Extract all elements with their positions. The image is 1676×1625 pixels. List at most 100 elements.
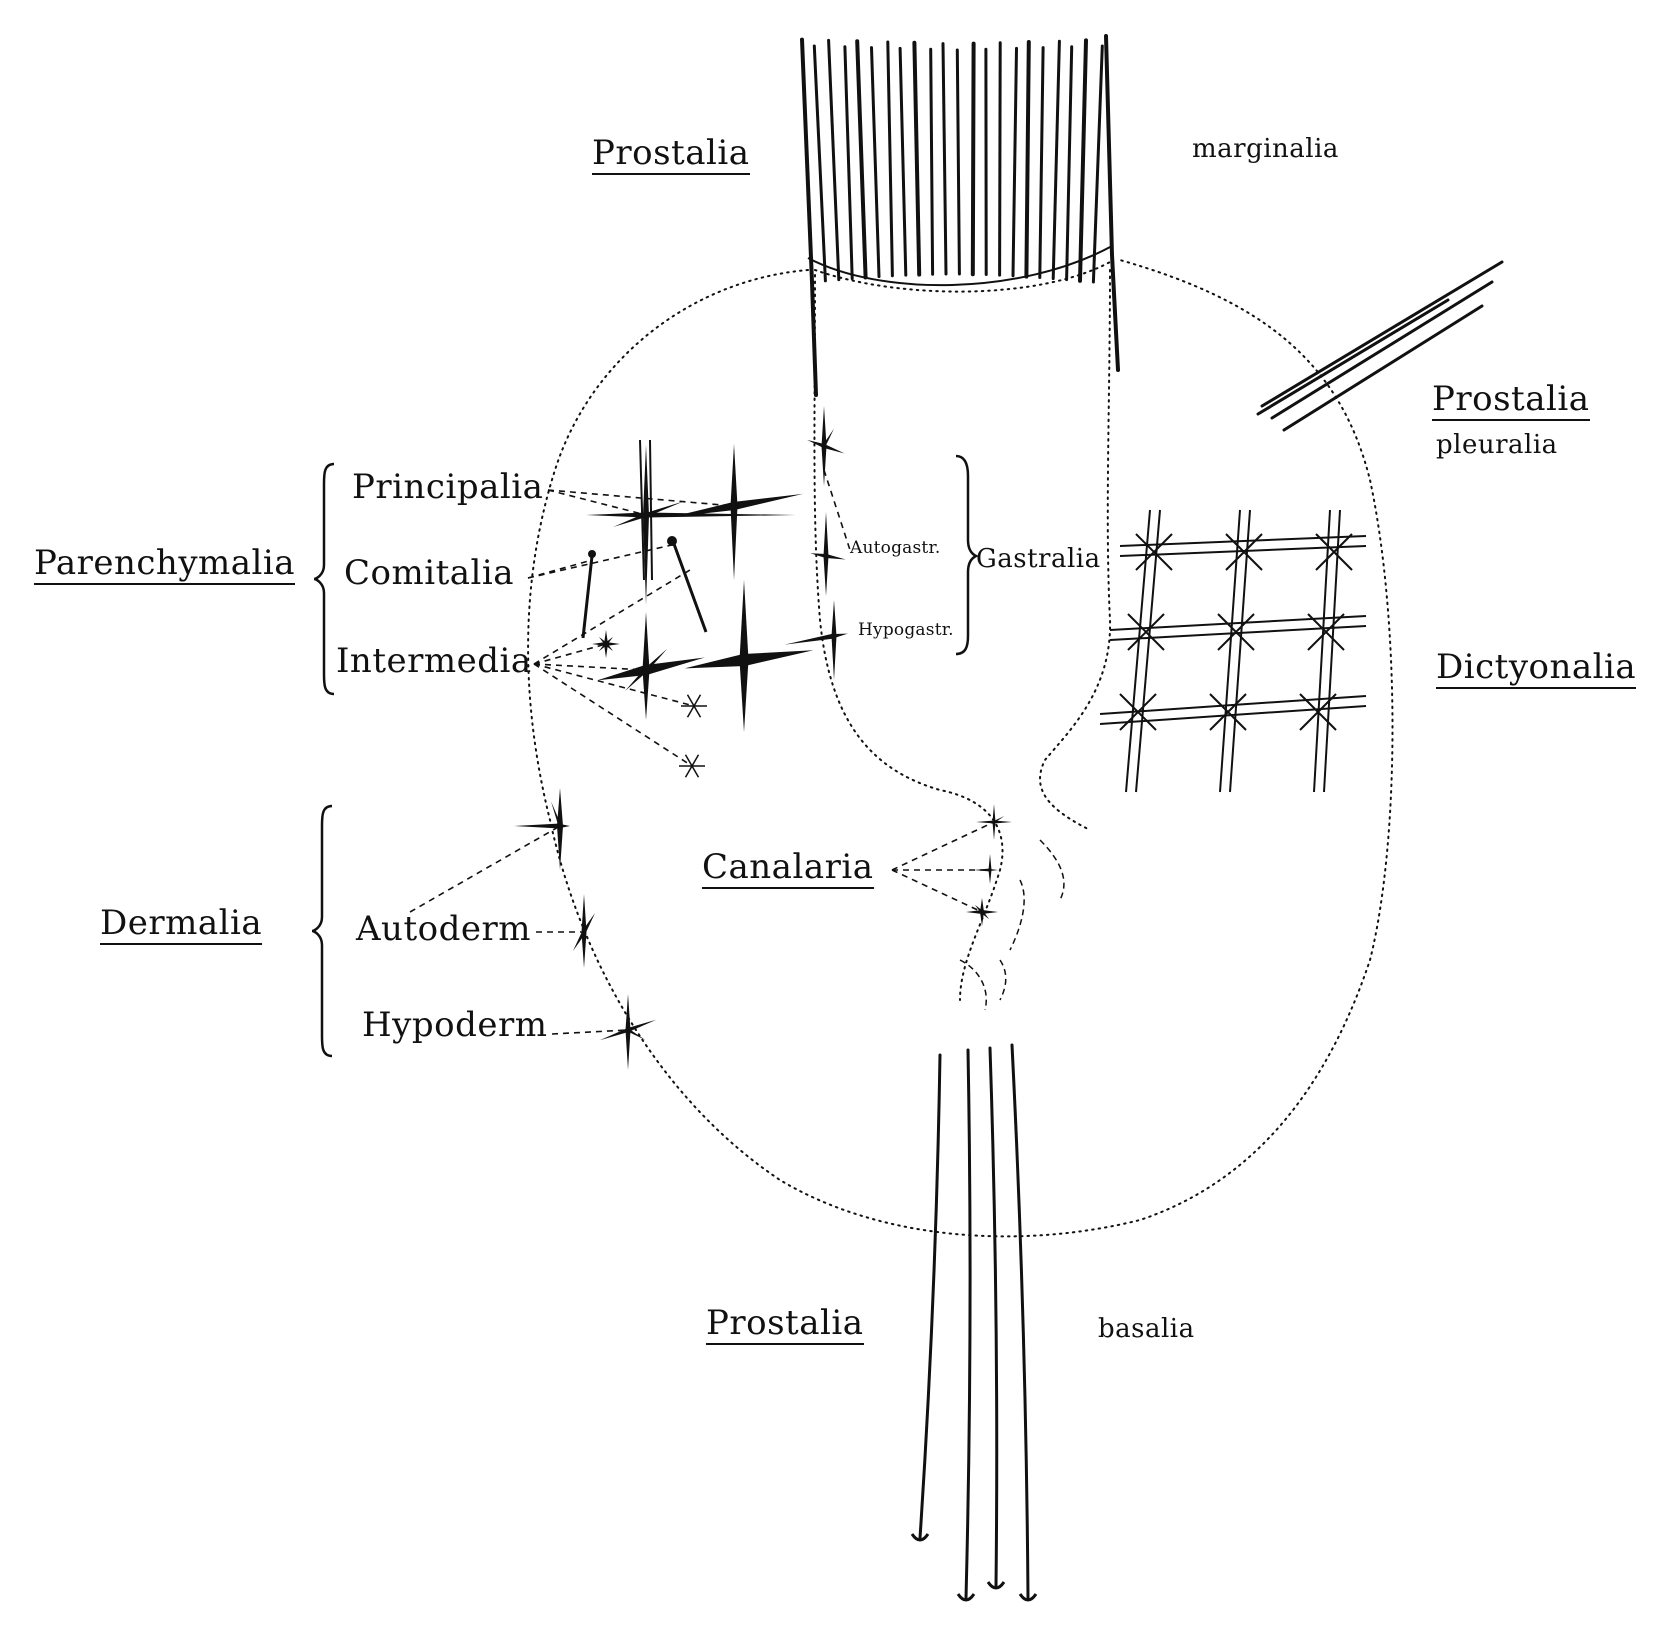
lattice-bar-vertical <box>1136 510 1160 792</box>
spicule-ray <box>643 612 650 670</box>
canal-branch <box>1010 880 1024 950</box>
dermalia-autoderm-spicule <box>514 788 570 870</box>
gastralia-hypogastr-spicule <box>785 600 848 680</box>
marginalia-spicule <box>900 48 906 275</box>
leader-line <box>528 560 592 578</box>
principalia-spicule <box>586 445 796 605</box>
marginalia-spicule <box>814 46 825 281</box>
label-marginalia: marginalia <box>1192 136 1339 162</box>
spicule-ray <box>810 553 826 558</box>
asterisk-ray <box>688 706 695 717</box>
comitalia-head <box>588 550 596 558</box>
label-prostalia-top: Prostalia <box>592 136 750 175</box>
canal-branch <box>1000 960 1006 1000</box>
spicule-ray <box>822 406 827 446</box>
asterisk-ray <box>692 755 699 766</box>
intermedia-asterisk <box>679 695 707 778</box>
lattice-bar-vertical <box>1126 510 1150 792</box>
marginalia-spicule <box>829 40 839 279</box>
marginalia-long-left <box>812 282 816 395</box>
leader-line <box>534 664 694 706</box>
label-gastralia: Gastralia <box>976 546 1101 572</box>
spicule-ray <box>685 654 745 668</box>
comitalia-spicule <box>583 556 592 638</box>
spicule-ray <box>989 854 992 870</box>
spicule-ray <box>740 580 749 660</box>
lattice-bar-vertical <box>1324 510 1340 792</box>
leader-line <box>534 644 606 664</box>
basalia-strand <box>990 1048 997 1586</box>
dermalia-hypoderm-spicule <box>600 994 656 1070</box>
spicule-ray <box>643 445 649 515</box>
spicule-ray <box>993 804 996 822</box>
basalia-strand <box>966 1050 970 1598</box>
intermedia-spicule-large <box>685 580 814 732</box>
spicule-ray <box>627 1020 656 1032</box>
marginalia-spicule <box>1040 48 1043 278</box>
marginalia-spicule <box>943 44 946 274</box>
spicule-ray <box>832 600 837 636</box>
pleuralia-spicule <box>1258 300 1448 414</box>
label-canalaria: Canalaria <box>702 850 874 889</box>
spicule-ray <box>626 994 631 1030</box>
dermalia-autoderm-spicule <box>573 894 595 968</box>
leader-line <box>534 664 692 766</box>
spicule-ray <box>976 821 994 824</box>
label-parenchymalia: Parenchymalia <box>34 546 295 585</box>
marginalia-spicule <box>857 41 865 277</box>
spicule-ray <box>823 444 844 453</box>
spicule-ray <box>743 650 813 666</box>
canal-branch <box>1040 840 1064 900</box>
marginalia-spicule <box>845 47 852 279</box>
spicule-ray <box>834 634 848 638</box>
canal-branches <box>960 840 1064 1010</box>
principalia-ray-double <box>650 440 652 580</box>
principalia-spicule-large <box>671 444 803 580</box>
dermalia-brace <box>312 806 332 1056</box>
spicule-ray <box>600 1028 629 1040</box>
leader-line <box>528 544 676 578</box>
spicule-ray <box>557 826 563 870</box>
label-dermalia: Dermalia <box>100 906 262 945</box>
marginalia-spicule <box>1013 48 1017 275</box>
marginalia-long-right <box>1106 36 1118 370</box>
spicule-ray <box>643 670 650 720</box>
label-comitalia: Comitalia <box>344 556 514 590</box>
label-pleuralia: pleuralia <box>1436 432 1558 458</box>
spicule-ray <box>514 824 560 829</box>
marginalia-spicule <box>888 42 893 276</box>
asterisk-ray <box>694 695 701 706</box>
spicule-ray <box>826 554 846 559</box>
label-intermedia: Intermedia <box>336 644 532 678</box>
basalia-strand <box>1012 1045 1028 1598</box>
spicule-ray <box>989 870 992 884</box>
marginalia-spicule <box>957 50 959 274</box>
asterisk-ray <box>686 766 693 777</box>
leader-line <box>892 822 994 870</box>
marginalia-spicule <box>1026 42 1028 277</box>
label-autogastr: Autogastr. <box>850 540 941 557</box>
basalia-spicules <box>912 1045 1036 1600</box>
label-principalia: Principalia <box>352 470 543 504</box>
marginalia-spicule <box>872 48 880 277</box>
label-basalia: basalia <box>1098 1316 1195 1342</box>
marginalia-spicule <box>1053 41 1059 278</box>
marginalia-spicule <box>1067 47 1072 280</box>
asterisk-ray <box>686 755 693 766</box>
spicule-ray <box>626 1030 631 1070</box>
gastralia-brace <box>956 456 976 654</box>
marginalia-spicules <box>802 36 1118 395</box>
canalaria-spicule <box>974 854 998 884</box>
spicule-ray <box>822 446 827 486</box>
spicule-ray <box>733 494 803 510</box>
spicule-ray <box>740 660 749 732</box>
label-autoderm: Autoderm <box>356 912 531 946</box>
marginalia-spicule <box>802 40 812 282</box>
marginalia-spicule <box>914 43 919 275</box>
spicule-ray <box>990 869 998 871</box>
leader-line <box>534 664 646 670</box>
spicule-ray <box>832 636 837 680</box>
label-prostalia-bottom: Prostalia <box>706 1306 864 1345</box>
leader-line <box>892 870 982 912</box>
